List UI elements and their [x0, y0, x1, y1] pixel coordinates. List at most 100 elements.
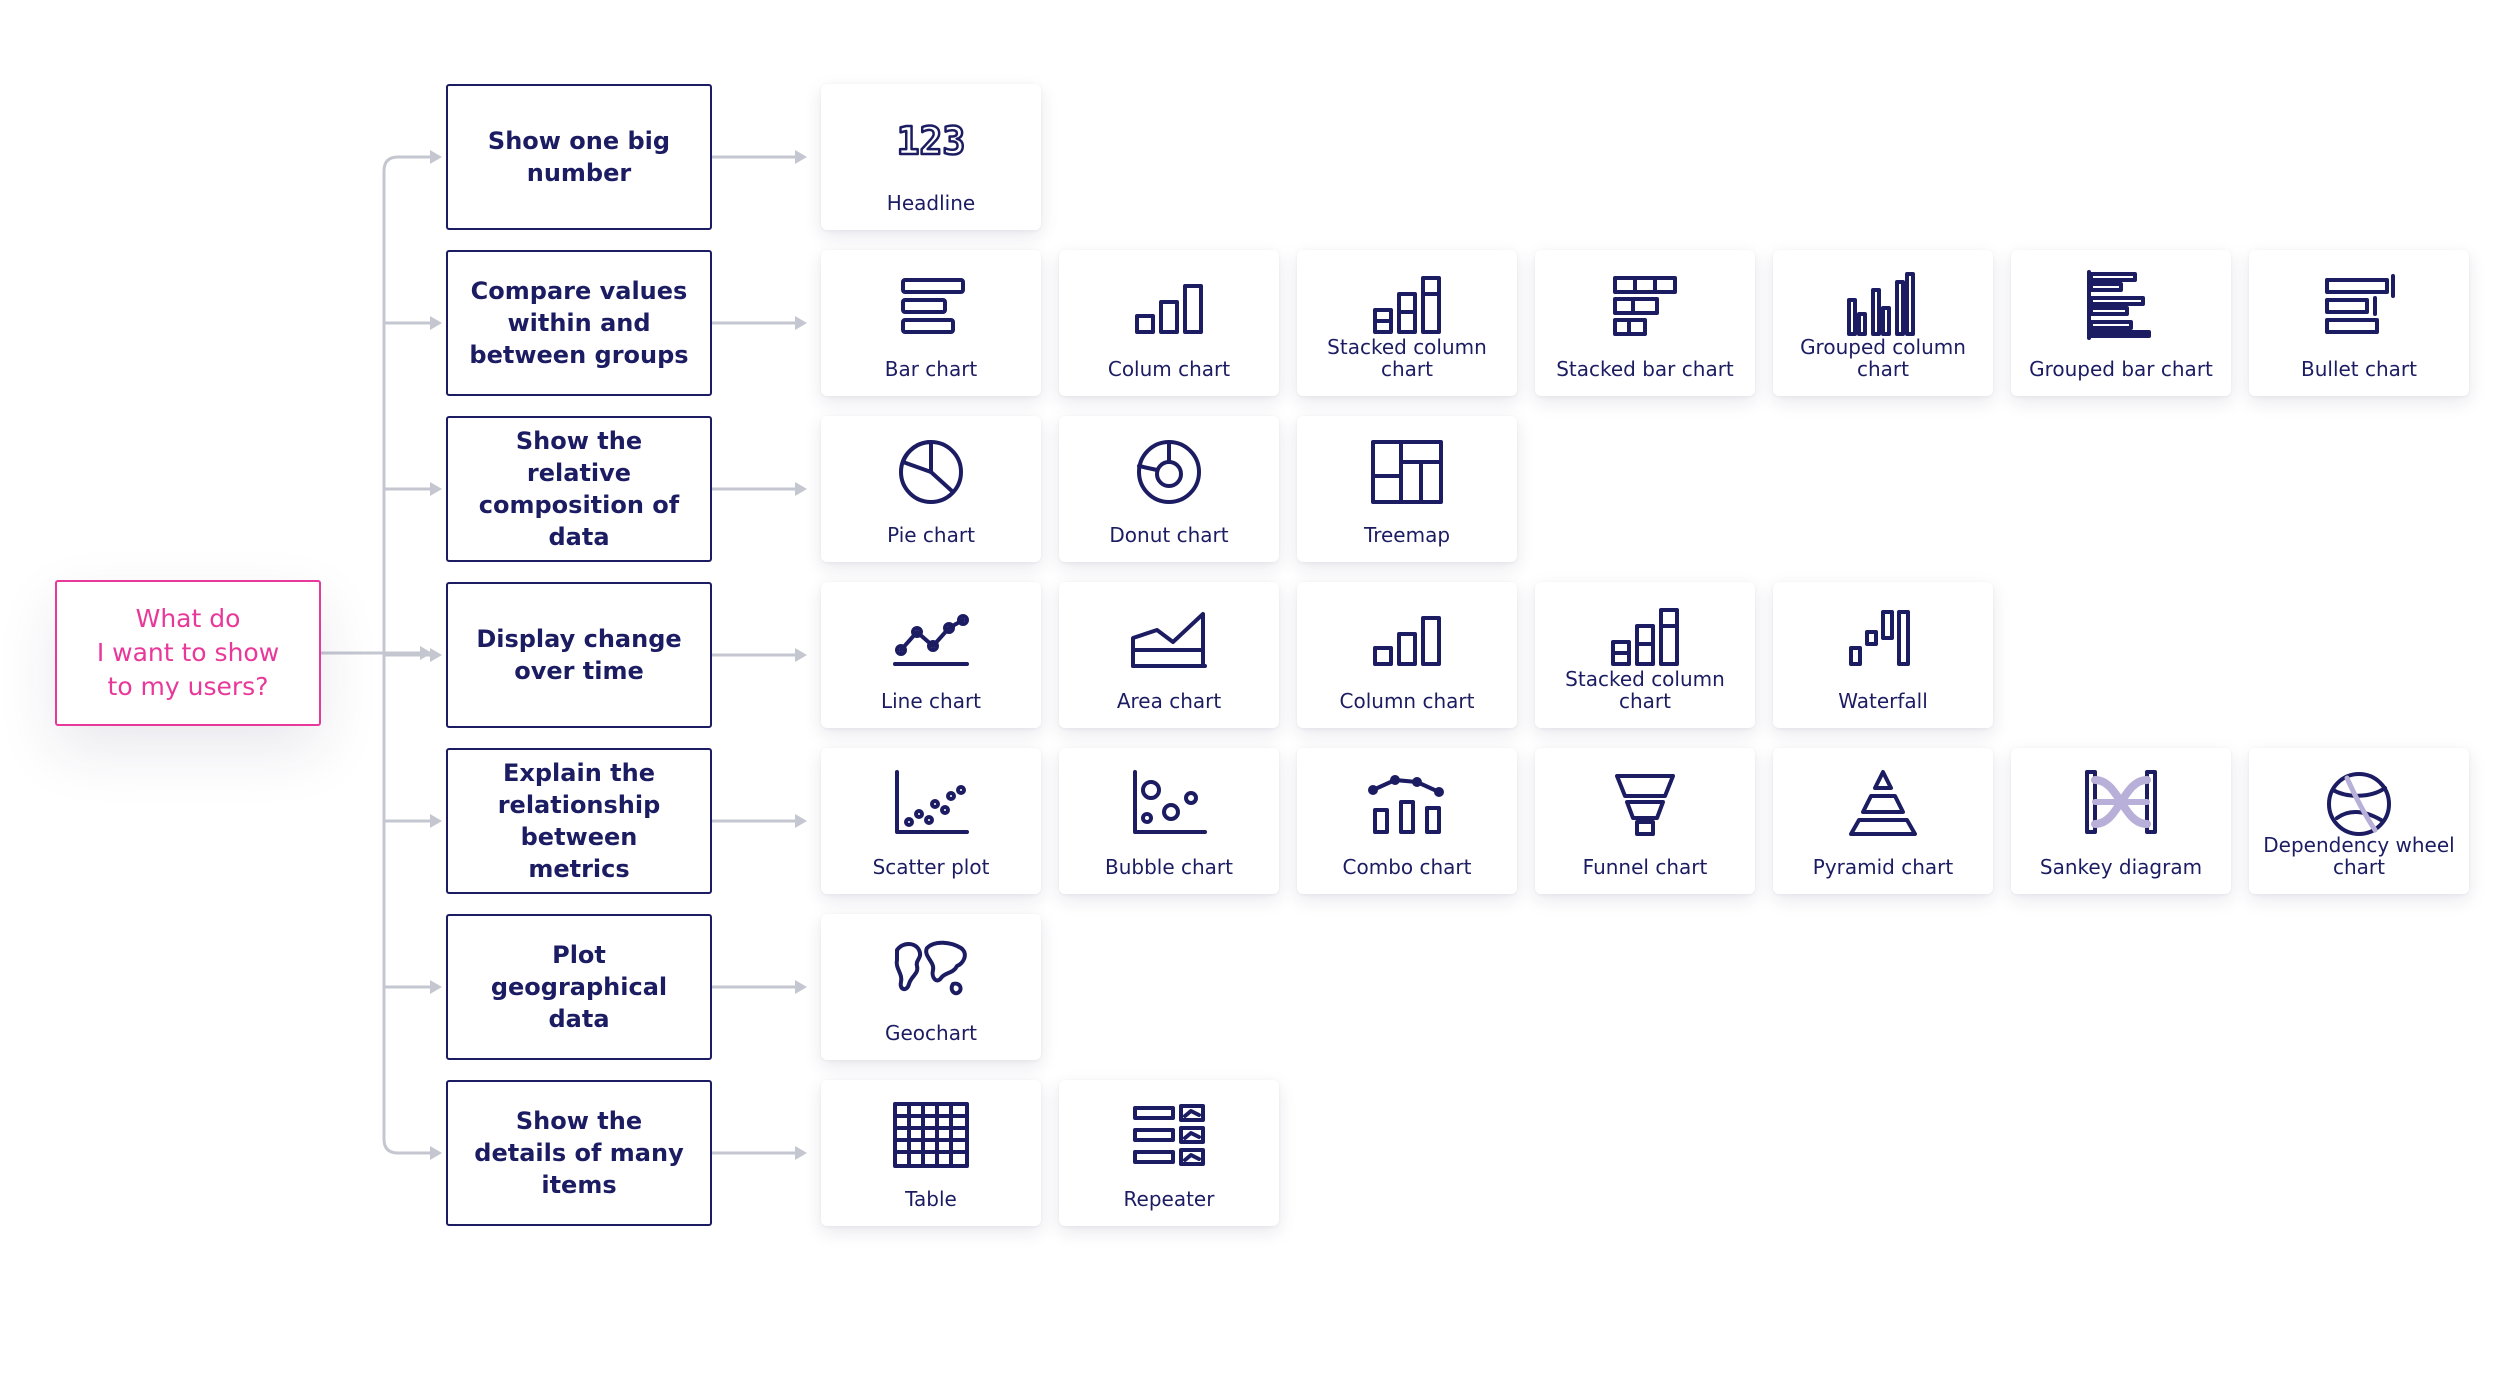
chart-option-card[interactable]: Area chart — [1059, 582, 1279, 728]
question-text: Show the relative composition of data — [478, 427, 680, 551]
chart-option-card[interactable]: Grouped bar chart — [2011, 250, 2231, 396]
chart-option-label: Repeater — [1123, 1187, 1215, 1211]
sankey-diagram-icon — [2085, 770, 2157, 834]
question-text: Plot geographical data — [490, 941, 668, 1033]
chart-option-label: Pie chart — [887, 523, 975, 547]
table-icon — [893, 1102, 969, 1168]
chart-option-label: Geochart — [884, 1021, 978, 1045]
root-question-text: What do I want to show to my users? — [96, 604, 280, 701]
question-box: Show the relative composition of data — [446, 416, 712, 562]
treemap-icon — [1371, 440, 1443, 504]
chart-option-label: Bullet chart — [2300, 357, 2417, 381]
chart-option-card[interactable]: Line chart — [821, 582, 1041, 728]
chart-option-card[interactable]: Column chart — [1297, 582, 1517, 728]
chart-option-card[interactable]: Scatter plot — [821, 748, 1041, 894]
chart-option-label: Scatter plot — [872, 855, 990, 879]
question-box: Show the details of many items — [446, 1080, 712, 1226]
option-arrow-icon — [795, 814, 807, 828]
chart-option-label: Pyramid chart — [1812, 855, 1954, 879]
column-chart-icon — [1373, 616, 1441, 666]
chart-option-card[interactable]: Table — [821, 1080, 1041, 1226]
chart-option-card[interactable]: Stacked column chart — [1535, 582, 1755, 728]
waterfall-icon — [1849, 610, 1910, 666]
grouped-bar-chart-icon — [2087, 270, 2151, 340]
chart-option-card[interactable]: Dependency wheel chart — [2249, 748, 2469, 894]
option-arrow-icon — [795, 980, 807, 994]
bar-chart-icon — [901, 278, 965, 334]
repeater-icon — [1133, 1104, 1205, 1166]
stacked-bar-chart-icon — [1613, 276, 1677, 336]
chart-option-card[interactable]: Colum chart — [1059, 250, 1279, 396]
chart-option-card[interactable]: Sankey diagram — [2011, 748, 2231, 894]
question-text: Show the details of many items — [474, 1107, 684, 1199]
question-box: Show one big number — [446, 84, 712, 230]
chart-option-label: Funnel chart — [1582, 855, 1708, 879]
branch-arrow-icon — [430, 1146, 442, 1160]
branch-arrow-icon — [430, 482, 442, 496]
question-box: Plot geographical data — [446, 914, 712, 1060]
chart-option-card[interactable]: Combo chart — [1297, 748, 1517, 894]
chart-option-label: Combo chart — [1342, 855, 1472, 879]
chart-option-label: Line chart — [880, 689, 982, 713]
stacked-column-chart-icon — [1373, 276, 1441, 334]
chart-option-label: Column chart — [1339, 689, 1475, 713]
chart-option-label: Donut chart — [1109, 523, 1229, 547]
chart-option-card[interactable]: Pie chart — [821, 416, 1041, 562]
svg-text:123: 123 — [897, 119, 966, 163]
question-box: Explain the relationship between metrics — [446, 748, 712, 894]
branch-connector — [382, 155, 432, 172]
root-question-box: What do I want to show to my users? — [55, 580, 321, 726]
chart-option-card[interactable]: Stacked bar chart — [1535, 250, 1755, 396]
chart-option-label: Waterfall — [1838, 689, 1928, 713]
chart-option-label: Area chart — [1116, 689, 1222, 713]
chart-option-label: Bubble chart — [1105, 855, 1233, 879]
question-box: Compare values within and between groups — [446, 250, 712, 396]
chart-option-card[interactable]: Funnel chart — [1535, 748, 1755, 894]
chart-option-card[interactable]: Waterfall — [1773, 582, 1993, 728]
option-arrow-icon — [795, 150, 807, 164]
chart-option-label: Stacked column chart — [1327, 335, 1487, 381]
chart-option-card[interactable]: Pyramid chart — [1773, 748, 1993, 894]
option-arrow-icon — [795, 316, 807, 330]
bubble-chart-icon — [1133, 770, 1207, 834]
chart-option-label: Table — [905, 1187, 957, 1211]
world-map-icon — [894, 940, 967, 996]
donut-chart-icon — [1137, 440, 1201, 504]
chart-option-label: Dependency wheel chart — [2263, 833, 2455, 879]
question-text: Show one big number — [487, 127, 671, 187]
option-arrow-icon — [795, 1146, 807, 1160]
area-chart-icon — [1131, 612, 1207, 668]
dependency-wheel-icon — [2327, 772, 2391, 836]
chart-option-card[interactable]: Stacked column chart — [1297, 250, 1517, 396]
headline-123-icon: 123 — [895, 118, 966, 165]
chart-option-label: Sankey diagram — [2039, 855, 2203, 879]
chart-option-card[interactable]: Bar chart — [821, 250, 1041, 396]
line-chart-icon — [893, 614, 969, 666]
chart-option-card[interactable]: Geochart — [821, 914, 1041, 1060]
option-arrow-icon — [795, 482, 807, 496]
chart-option-card[interactable]: Grouped column chart — [1773, 250, 1993, 396]
option-arrow-icon — [795, 648, 807, 662]
chart-option-card[interactable]: Repeater — [1059, 1080, 1279, 1226]
scatter-plot-icon — [895, 770, 969, 834]
chart-option-card[interactable]: Donut chart — [1059, 416, 1279, 562]
chart-option-label: Colum chart — [1107, 357, 1231, 381]
chart-option-label: Stacked bar chart — [1556, 357, 1734, 381]
chart-option-card[interactable]: Bubble chart — [1059, 748, 1279, 894]
question-text: Explain the relationship between metrics — [497, 759, 661, 883]
chart-option-label: Bar chart — [884, 357, 978, 381]
chart-option-label: Treemap — [1363, 523, 1451, 547]
branch-arrow-icon — [430, 150, 442, 164]
branch-arrow-icon — [430, 814, 442, 828]
branch-connector — [382, 1138, 432, 1155]
column-chart-icon — [1135, 284, 1203, 334]
chart-option-card[interactable]: Treemap — [1297, 416, 1517, 562]
question-box: Display change over time — [446, 582, 712, 728]
funnel-chart-icon — [1615, 774, 1675, 836]
pie-chart-icon — [899, 440, 963, 504]
chart-option-card[interactable]: Bullet chart — [2249, 250, 2469, 396]
grouped-column-chart-icon — [1847, 272, 1915, 336]
stacked-column-chart-icon — [1611, 608, 1679, 666]
